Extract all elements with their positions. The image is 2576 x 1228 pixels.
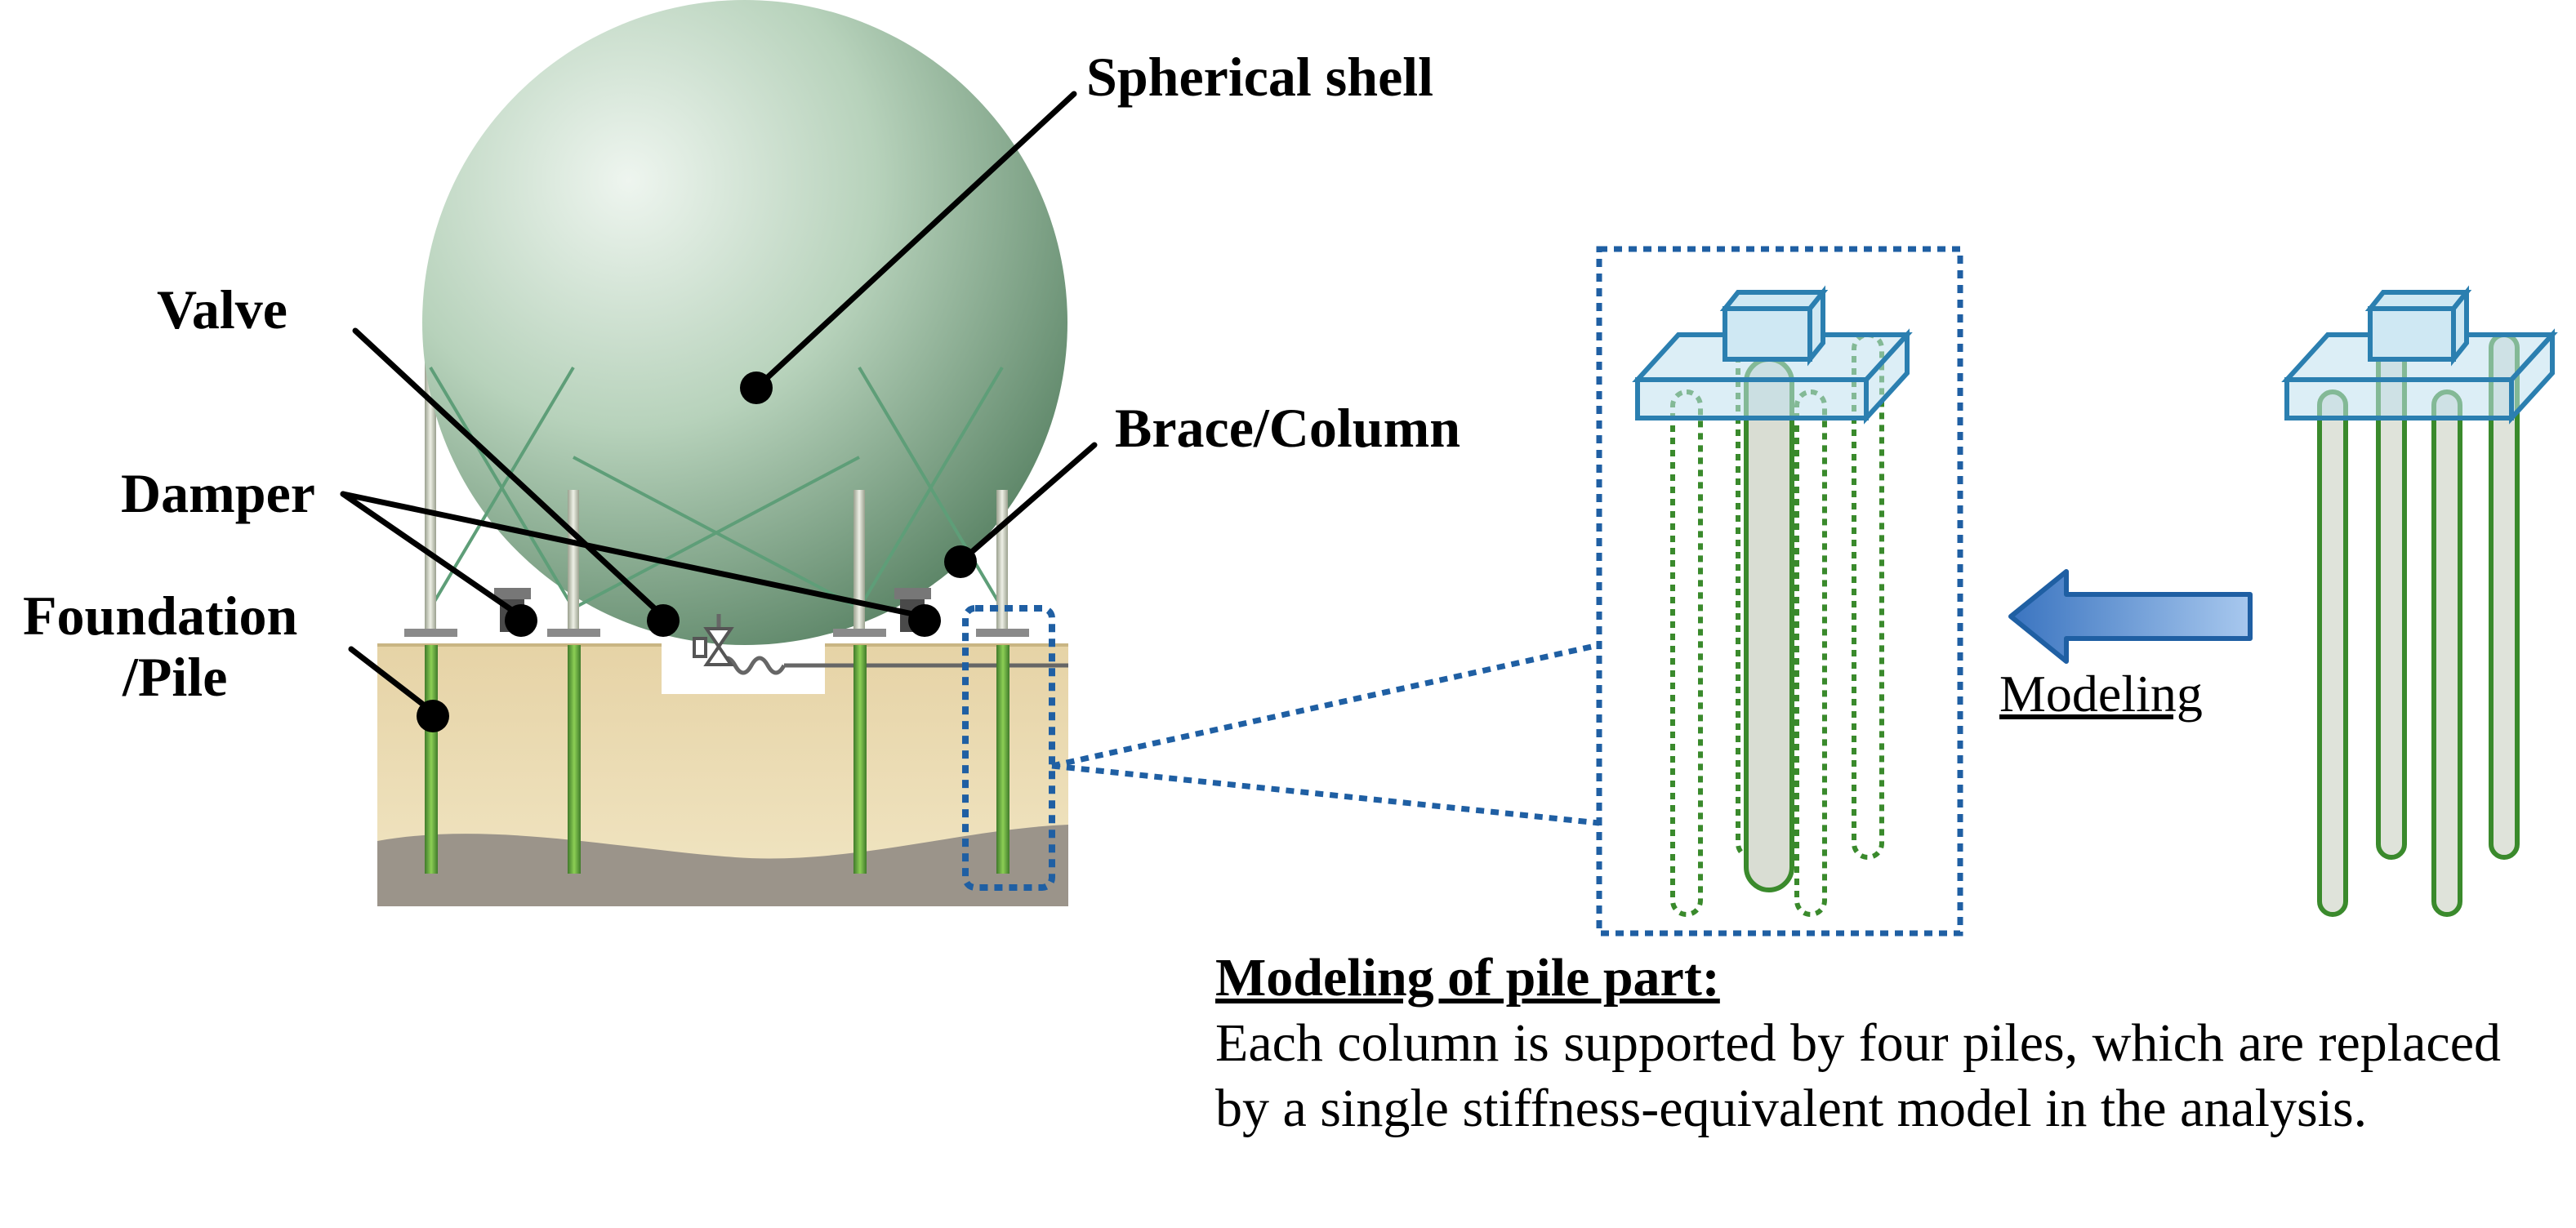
solid-piles <box>2317 332 2520 917</box>
leader-lines <box>340 91 1098 715</box>
shell-dot-marker <box>740 372 773 404</box>
arrow-left-icon <box>2008 569 2253 664</box>
pile-zoom-box <box>962 605 1055 891</box>
zoom-connector-lines <box>1051 642 1600 826</box>
caption-title: Modeling of pile part: <box>1215 948 1720 1008</box>
valve-symbol <box>693 627 734 666</box>
column-stub-right <box>2364 285 2472 367</box>
column-base-plates <box>404 629 1029 637</box>
column-stub <box>1719 285 1829 367</box>
brace-dot-marker <box>944 545 977 578</box>
equivalent-pile <box>1744 357 1794 892</box>
label-modeling: Modeling <box>1999 665 2203 723</box>
dot-markers <box>417 372 977 732</box>
four-pile-original <box>2281 285 2558 917</box>
label-pile: /Pile <box>123 646 228 708</box>
damper-dot-marker-2 <box>908 604 941 637</box>
label-spherical-shell: Spherical shell <box>1086 46 1434 108</box>
pile-dot-marker <box>417 700 449 732</box>
spherical-shell <box>422 0 1067 645</box>
tank-illustration <box>377 0 1068 906</box>
piles <box>425 645 1009 874</box>
caption-body: Each column is supported by four piles, … <box>1215 1013 2501 1138</box>
cross-braces <box>429 366 1004 610</box>
label-foundation: Foundation <box>23 585 298 647</box>
zoom-detail-box <box>1596 246 1963 937</box>
valve-dot-marker <box>647 604 680 637</box>
four-pile-model <box>1596 246 1963 937</box>
label-damper: Damper <box>121 462 315 524</box>
caption: Modeling of pile part: Each column is su… <box>1215 945 2501 1141</box>
bedrock-layer <box>377 825 1068 906</box>
label-valve: Valve <box>157 278 287 340</box>
pile-cap-right <box>2281 328 2558 425</box>
damper-dot-marker <box>505 604 537 637</box>
label-brace-column: Brace/Column <box>1115 397 1461 459</box>
